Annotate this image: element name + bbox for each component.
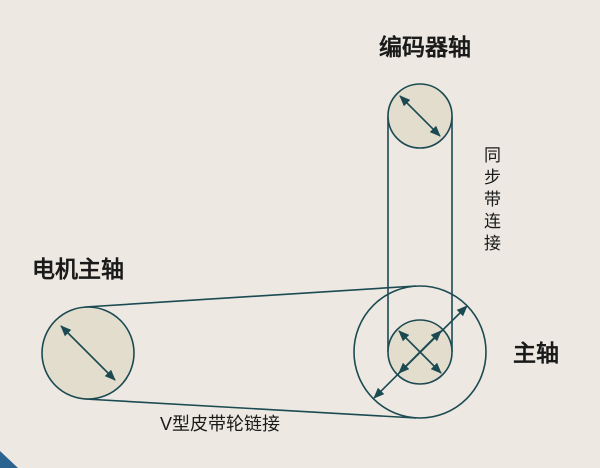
encoder-diameter-arrow [399, 95, 441, 137]
spindle-outer-pulley-circle [353, 285, 487, 419]
v-belt-top-line [84, 285, 417, 308]
label-v-belt-link: V型皮带轮链接 [160, 414, 281, 434]
v-belt-bottom-line [84, 398, 417, 419]
label-encoder-shaft: 编码器轴 [379, 34, 471, 60]
label-main-shaft: 主轴 [513, 340, 559, 366]
label-motor-shaft: 电机主轴 [32, 256, 124, 282]
label-sync-belt-link: 同步带连接 [481, 146, 500, 256]
corner-triangle-mark [0, 451, 18, 468]
spindle-outer-diameter-arrow [373, 305, 468, 399]
motor-diameter-arrow [60, 325, 116, 381]
